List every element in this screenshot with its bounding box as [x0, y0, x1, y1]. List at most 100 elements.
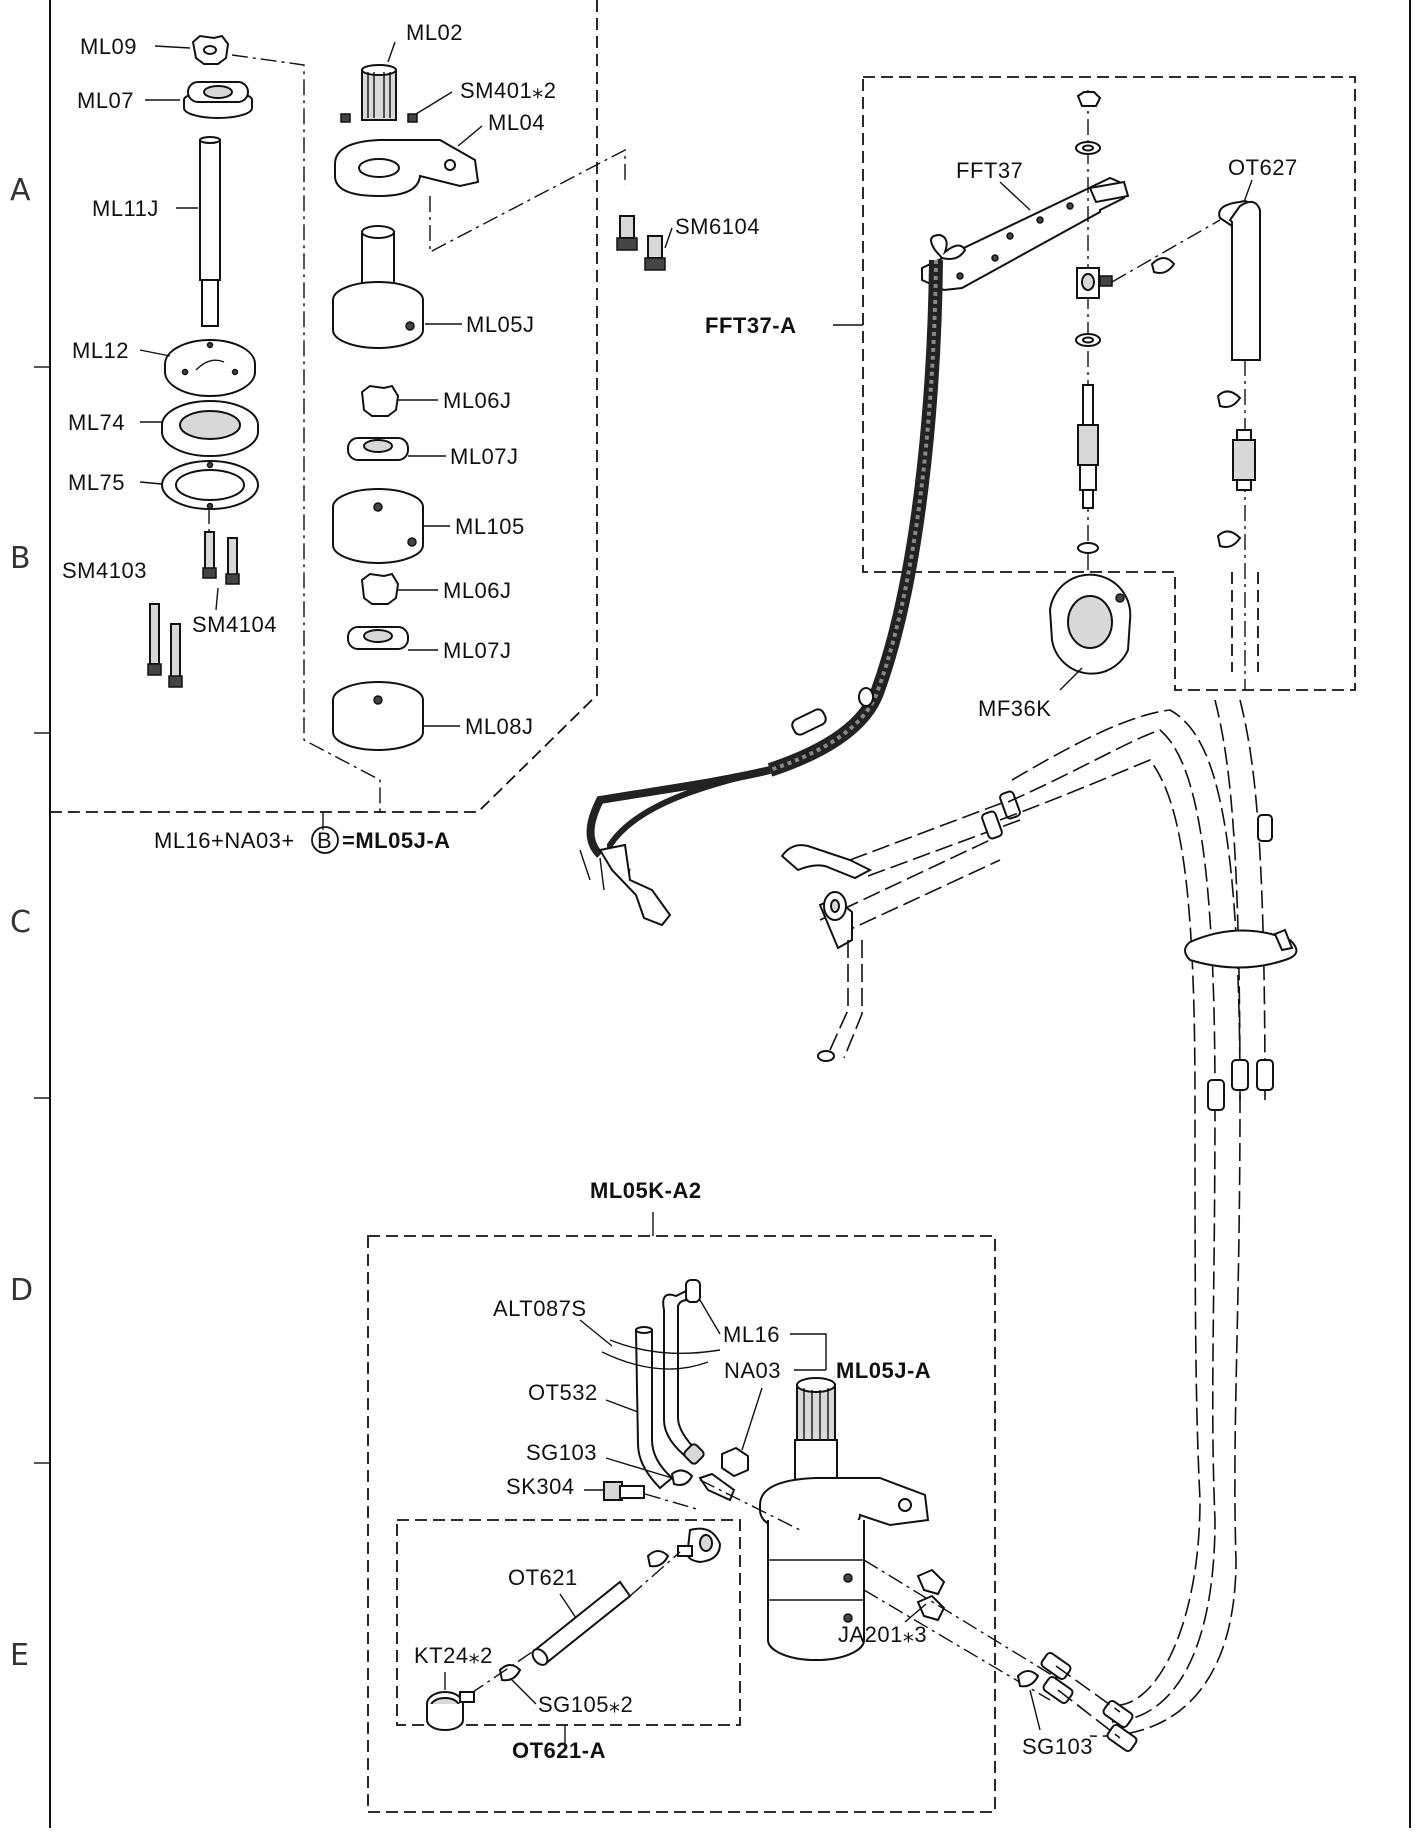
- ml04-explode-path: [429, 148, 626, 254]
- label-fft37-group: FFT37-A: [705, 313, 797, 338]
- label-ot621: OT621: [508, 1565, 578, 1590]
- ot621-banjo-fitting: [629, 1527, 722, 1597]
- label-sm401: SM401⁎2: [460, 78, 556, 103]
- label-ot532: OT532: [528, 1380, 598, 1405]
- wick-mount-plate: [579, 843, 672, 927]
- ml11j-shaft: [199, 136, 221, 327]
- fft37-wick-clip: [930, 233, 967, 260]
- label-ot627: OT627: [1228, 155, 1298, 180]
- label-ml05k-group: ML05K-A2: [590, 1178, 702, 1203]
- label-ml08j: ML08J: [465, 714, 534, 739]
- ml05j-group-boundary: [50, 0, 598, 813]
- sm4104-screws: [202, 508, 240, 585]
- label-ml06j-2: ML06J: [443, 578, 512, 603]
- formula-result: =ML05J-A: [342, 828, 451, 853]
- long-return-pipes: [999, 699, 1274, 1737]
- braided-wick: [586, 259, 943, 875]
- label-ml02: ML02: [406, 20, 463, 45]
- label-ml16: ML16: [723, 1322, 780, 1347]
- label-ja201: JA201⁎3: [838, 1622, 927, 1647]
- ml05j-a-pump-body: [759, 1377, 930, 1661]
- formula-circle-letter: B: [317, 828, 332, 853]
- row-marker-d: D: [10, 1273, 33, 1308]
- pipe-clamp-alt: [1184, 928, 1298, 969]
- center-oil-pipes: [780, 790, 1021, 1062]
- label-ml05j: ML05J: [466, 312, 535, 337]
- label-ml12: ML12: [72, 338, 129, 363]
- alt087s-clamp: [601, 1339, 721, 1370]
- ml06j-gear-2: [360, 572, 400, 605]
- left-explode-axis: [231, 54, 381, 812]
- label-na03: NA03: [724, 1358, 781, 1383]
- fitting-axis-line: [699, 1479, 801, 1531]
- ot621-tube: [531, 1580, 632, 1666]
- ml74-gasket: [161, 400, 259, 457]
- ot621-group-boundary: [396, 1519, 741, 1726]
- sg103-fitting: [698, 1472, 736, 1502]
- ml08j-base: [332, 681, 424, 751]
- ml02-gear-shaft: [361, 64, 397, 121]
- row-marker-b: B: [10, 541, 31, 576]
- label-sg103-lower: SG103: [1022, 1734, 1093, 1759]
- ml05j-housing: [332, 225, 424, 349]
- label-ml74: ML74: [68, 410, 125, 435]
- ot627-fittings: [1216, 360, 1259, 690]
- label-ot621-group: OT621-A: [512, 1738, 606, 1763]
- ml05j-assembly-formula: ML16+NA03+ B =ML05J-A: [154, 826, 451, 854]
- fitting-stack: [1075, 90, 1113, 580]
- label-kt24: KT24⁎2: [414, 1643, 493, 1668]
- label-sg105: SG105⁎2: [538, 1692, 633, 1717]
- sm401-set-screws: [340, 113, 418, 123]
- label-ml75: ML75: [68, 470, 125, 495]
- label-sm4103: SM4103: [62, 558, 147, 583]
- row-tick-marks: [34, 366, 50, 1464]
- ml06j-gear-1: [360, 384, 400, 417]
- row-marker-a: A: [10, 173, 31, 208]
- row-marker-c: C: [10, 905, 31, 940]
- ml04-bracket: [334, 139, 480, 198]
- label-ml11j: ML11J: [92, 196, 159, 221]
- sm6104-screws: [616, 215, 666, 271]
- label-sg103-upper: SG103: [526, 1440, 597, 1465]
- row-marker-e: E: [10, 1638, 29, 1673]
- ot621-clips: [469, 1550, 670, 1695]
- sg103-clip-lower: [1016, 1670, 1040, 1688]
- sk304-bolt: [603, 1481, 701, 1511]
- fft37-group-boundary: [862, 76, 1356, 691]
- mf36k-collar: [1048, 573, 1132, 675]
- lower-pipe-ends: [1040, 1651, 1138, 1753]
- formula-prefix: ML16+NA03+: [154, 828, 295, 853]
- label-fft37: FFT37: [956, 158, 1023, 183]
- label-ml04: ML04: [488, 110, 545, 135]
- label-ml05j-a: ML05J-A: [836, 1358, 931, 1383]
- label-ml105: ML105: [455, 514, 525, 539]
- label-ml09: ML09: [80, 34, 137, 59]
- label-ml07j-2: ML07J: [443, 638, 512, 663]
- ot627-tube: [1218, 200, 1261, 361]
- ml16-tube: [662, 1279, 705, 1465]
- label-sm4104: SM4104: [192, 612, 277, 637]
- kt24-plug: [426, 1691, 475, 1731]
- na03-nut: [721, 1446, 749, 1478]
- ml07-part: [183, 81, 253, 119]
- mf36k-leader: [1059, 667, 1083, 691]
- reference-b-circle: [311, 826, 339, 854]
- label-sk304: SK304: [506, 1474, 575, 1499]
- label-alt087s: ALT087S: [493, 1296, 587, 1321]
- label-mf36k: MF36K: [978, 696, 1051, 721]
- label-ml07: ML07: [77, 88, 134, 113]
- ml05k-group-boundary: [367, 1235, 996, 1813]
- label-sm6104: SM6104: [675, 214, 760, 239]
- ml75-gasket: [161, 460, 259, 510]
- ml07j-rotor-2: [347, 626, 409, 650]
- sg103-clip-upper: [670, 1469, 694, 1486]
- labels-fft37-group: FFT37 OT627: [956, 155, 1298, 211]
- label-ml06j-1: ML06J: [443, 388, 512, 413]
- ml09-part: [191, 34, 230, 65]
- ml12-plate: [164, 339, 256, 397]
- ml105-housing: [332, 488, 424, 564]
- labels-ml05k-group: ALT087S ML16 ML05J-A NA03 OT532 SG103 SK…: [414, 1296, 1093, 1759]
- labels-ml05j-group: ML09 ML07 ML11J ML12 ML74 ML75 SM4103 SM…: [62, 20, 760, 739]
